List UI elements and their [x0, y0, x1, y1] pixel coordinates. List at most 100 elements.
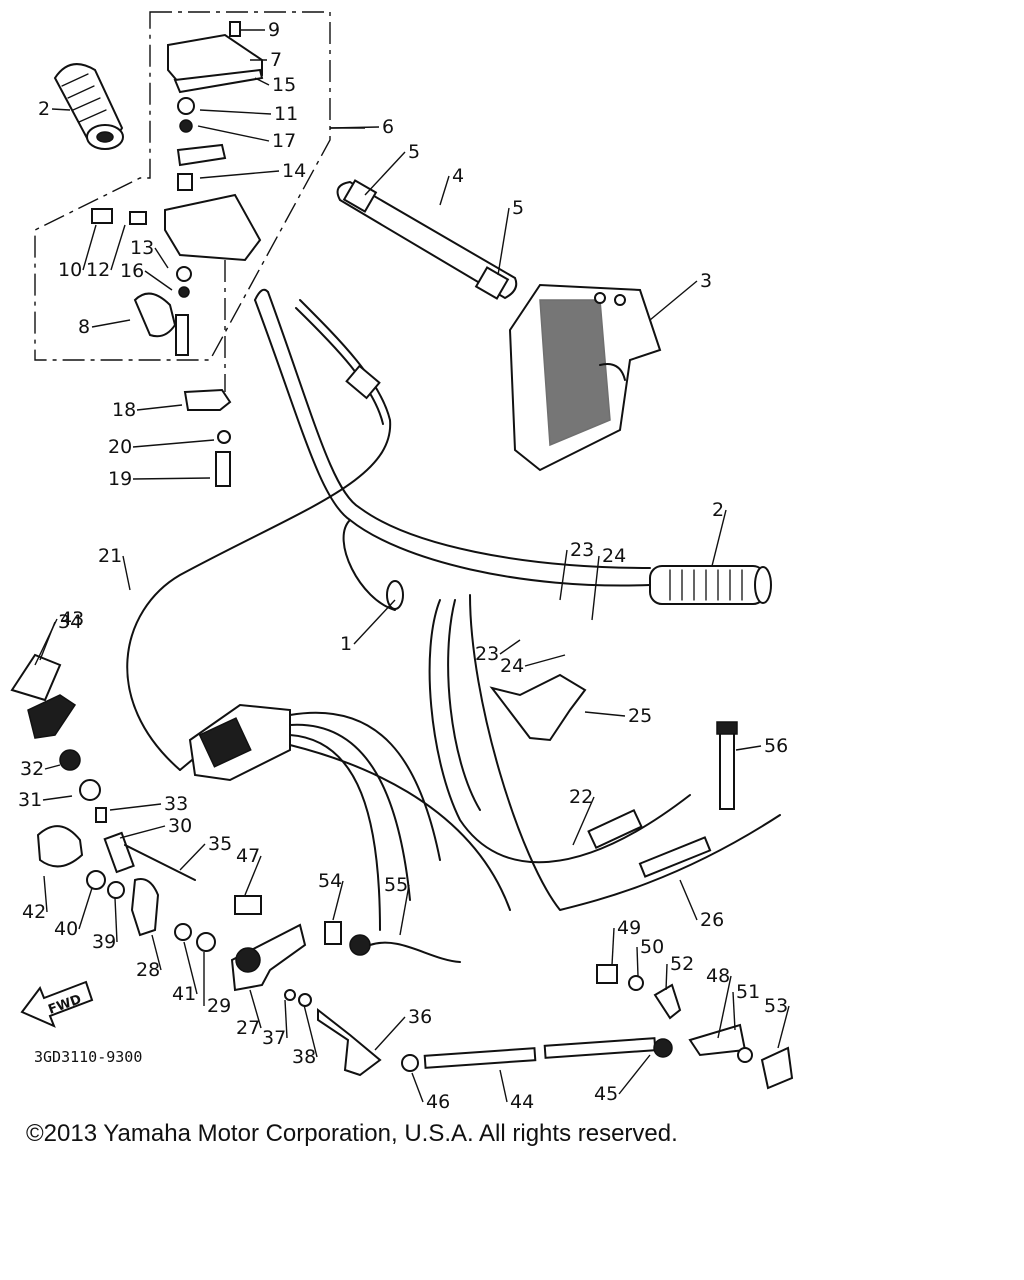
leader-line — [199, 170, 280, 179]
grip-left-part — [53, 63, 124, 150]
part-label-42: 42 — [22, 901, 46, 923]
leader-line — [332, 880, 344, 921]
leader-line — [244, 855, 262, 896]
part-labels: 1223455678910111213141516171819202122232… — [18, 19, 790, 1110]
part-label-15: 15 — [272, 74, 296, 96]
leader-line — [732, 991, 736, 1031]
part-label-36: 36 — [408, 1006, 432, 1028]
leader-line — [717, 975, 732, 1039]
cables-22-26-part — [428, 594, 781, 911]
part-label-28: 28 — [136, 959, 160, 981]
part-label-4: 4 — [452, 165, 464, 187]
leader-line — [144, 270, 173, 291]
part-label-32: 32 — [20, 758, 44, 780]
leader-line — [679, 879, 698, 921]
leader-line — [114, 897, 118, 943]
shift-rod-part — [401, 1037, 673, 1072]
part-label-35: 35 — [208, 833, 232, 855]
leader-line — [122, 555, 131, 591]
part-label-23: 23 — [475, 643, 499, 665]
leader-line — [611, 927, 615, 966]
part-label-8: 8 — [78, 316, 90, 338]
part-label-17: 17 — [272, 130, 296, 152]
leader-line — [636, 946, 639, 977]
throttle-cable-part — [126, 299, 392, 771]
parts-diagram: FWD 3GD3110-9300 12234556789101112131415… — [10, 11, 794, 1110]
leader-line — [777, 1005, 790, 1049]
part-label-50: 50 — [640, 936, 664, 958]
part-label-24: 24 — [500, 655, 524, 677]
leader-line — [559, 549, 568, 601]
leader-line — [497, 207, 510, 276]
leader-line — [572, 796, 595, 846]
part-label-2: 2 — [38, 98, 50, 120]
part-label-54: 54 — [318, 870, 342, 892]
part-label-10: 10 — [58, 259, 82, 281]
part-label-31: 31 — [18, 789, 42, 811]
leader-line — [303, 1004, 318, 1058]
part-label-53: 53 — [764, 995, 788, 1017]
leader-line — [197, 125, 270, 142]
part-label-21: 21 — [98, 545, 122, 567]
leader-line — [43, 875, 48, 913]
leader-line — [584, 711, 626, 717]
cover-part — [508, 283, 662, 472]
handlebar-pad-part — [336, 179, 518, 300]
leader-line — [91, 319, 131, 328]
leader-line — [151, 934, 162, 971]
part-label-23: 23 — [570, 539, 594, 561]
part-label-9: 9 — [268, 19, 280, 41]
forward-arrow-badge: FWD — [20, 980, 94, 1028]
leader-line — [254, 77, 270, 86]
part-label-1: 1 — [340, 633, 352, 655]
part-label-41: 41 — [172, 983, 196, 1005]
leader-line — [499, 639, 521, 655]
switch-assembly-boundary — [34, 11, 331, 361]
leader-line — [411, 1072, 424, 1103]
leader-line — [119, 825, 166, 839]
part-label-38: 38 — [292, 1046, 316, 1068]
part-label-25: 25 — [628, 705, 652, 727]
part-label-48: 48 — [706, 965, 730, 987]
lever-assembly-part — [230, 895, 461, 1077]
leader-line — [249, 989, 262, 1029]
part-label-5: 5 — [512, 197, 524, 219]
part-label-52: 52 — [670, 953, 694, 975]
part-label-56: 56 — [764, 735, 788, 757]
leader-line — [42, 795, 73, 801]
leader-line — [591, 555, 600, 621]
leader-line — [34, 618, 58, 666]
part-label-49: 49 — [617, 917, 641, 939]
leader-line — [439, 175, 450, 206]
part-label-27: 27 — [236, 1017, 260, 1039]
harness-box-part — [188, 703, 511, 931]
leader-line — [154, 247, 169, 269]
part-label-12: 12 — [86, 259, 110, 281]
part-label-37: 37 — [262, 1027, 286, 1049]
part-label-16: 16 — [120, 260, 144, 282]
leader-line — [499, 1069, 508, 1103]
leader-line — [132, 439, 215, 448]
leader-line — [329, 126, 380, 129]
leader-line — [284, 999, 288, 1039]
part-label-11: 11 — [274, 103, 298, 125]
leader-line — [353, 599, 396, 645]
part-label-33: 33 — [164, 793, 188, 815]
part-label-34: 34 — [58, 611, 82, 633]
part-label-40: 40 — [54, 918, 78, 940]
leader-line — [179, 843, 206, 871]
part-label-5: 5 — [408, 141, 420, 163]
part-label-30: 30 — [168, 815, 192, 837]
part-label-24: 24 — [602, 545, 626, 567]
leader-line — [618, 1054, 651, 1095]
part-label-45: 45 — [594, 1083, 618, 1105]
leader-line — [82, 224, 97, 271]
leader-line — [183, 941, 198, 995]
leader-line — [51, 108, 71, 111]
leader-line — [374, 1016, 406, 1051]
leader-line — [649, 280, 698, 321]
part-label-22: 22 — [569, 786, 593, 808]
leader-line — [524, 654, 566, 667]
leader-line — [109, 803, 162, 811]
part-label-7: 7 — [270, 49, 282, 71]
